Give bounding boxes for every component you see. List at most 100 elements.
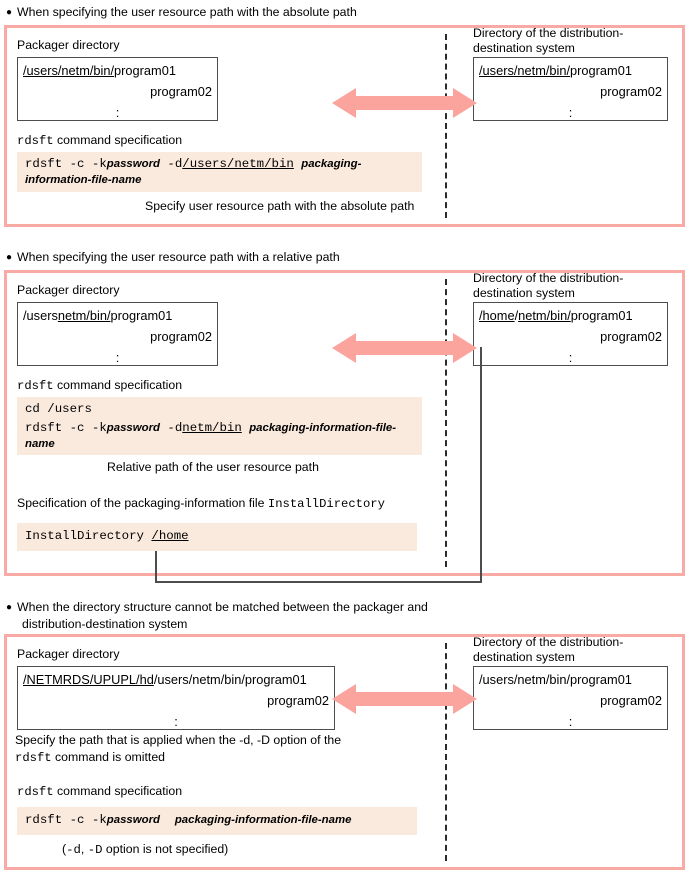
install-directory-block: InstallDirectory /home	[17, 523, 417, 551]
diagram-panel: Packager directory Directory of the dist…	[4, 270, 685, 583]
install-label-pre: Specification of the packaging-informati…	[17, 496, 268, 510]
path-prefix: /users	[23, 308, 58, 323]
cmd-part: cd /users	[25, 402, 92, 416]
command-name: rdsft	[17, 134, 54, 148]
path-plain: program01	[570, 308, 633, 323]
packager-directory-label: Packager directory	[17, 647, 120, 661]
section-heading-text: When specifying the user resource path w…	[17, 250, 340, 264]
path-line-1: /users/netm/bin/program01	[479, 672, 632, 687]
path-underlined: /users/netm/bin/	[479, 63, 571, 78]
command-line-1: rdsft -c -kpassword -d/users/netm/bin pa…	[25, 155, 416, 174]
caption-pre: (	[62, 842, 67, 856]
cmd-part: rdsft -c -k	[25, 157, 107, 171]
cmd-part: -d	[167, 421, 183, 435]
path-line-1: /users/netm/bin/program01	[479, 60, 662, 81]
path-plain: program01	[110, 308, 173, 323]
path-underlined: /users/netm/bin/	[23, 63, 115, 78]
path-underlined-home: /home	[479, 308, 515, 323]
path-line-1: /users/netm/bin/program01	[23, 60, 212, 81]
panel-divider	[445, 279, 447, 567]
command-line-3: name	[25, 435, 416, 454]
packager-directory-box: /users/netm/bin/program01 program02 :	[17, 57, 218, 121]
option-not-specified-caption: (-d, -D option is not specified)	[62, 841, 228, 858]
section-heading-text: When the directory structure cannot be m…	[17, 600, 428, 614]
cmd-part-italic: password	[106, 422, 160, 434]
diagram-panel: Packager directory Directory of the dist…	[4, 25, 685, 227]
bidirectional-arrow-icon	[332, 331, 477, 370]
destination-directory-box: /home/netm/bin/program01 program02 :	[473, 302, 668, 366]
path-line-2: program02	[267, 693, 329, 708]
connector-vertical-left	[155, 551, 157, 583]
command-name: rdsft	[15, 751, 52, 765]
destination-directory-label: Directory of the distribution- destinati…	[473, 635, 623, 665]
path-line-1: /NETMRDS/UPUPL/hd/users/netm/bin/program…	[23, 669, 329, 690]
destination-label-line1: Directory of the distribution-	[473, 271, 624, 285]
destination-label-line2: destination system	[473, 650, 575, 664]
command-line-1: cd /users	[25, 400, 416, 419]
path-line-3: :	[174, 714, 178, 729]
command-line-2: information-file-name	[25, 171, 416, 190]
note-line-1: Specify the path that is applied when th…	[15, 733, 342, 747]
destination-label-line2: destination system	[473, 41, 575, 55]
cmd-part-italic: packaging-information-file-	[249, 422, 397, 434]
packager-directory-box: /NETMRDS/UPUPL/hd/users/netm/bin/program…	[17, 666, 335, 730]
cmd-part: rdsft -c -k	[25, 421, 107, 435]
path-line-2: program02	[600, 693, 662, 708]
section-heading-text: When specifying the user resource path w…	[17, 5, 357, 19]
command-block: rdsft -c -kpassword packaging-informatio…	[17, 807, 417, 835]
path-underlined: netm/bin/	[57, 308, 111, 323]
path-underlined-sub: netm/bin/	[518, 308, 571, 323]
path-line-2: program02	[150, 329, 212, 344]
install-cmd-keyword: InstallDirectory	[25, 529, 152, 543]
destination-label-line2: destination system	[473, 286, 575, 300]
command-spec-rest: command specification	[53, 133, 183, 147]
destination-directory-box: /users/netm/bin/program01 program02 :	[473, 666, 668, 730]
install-directory-label: Specification of the packaging-informati…	[17, 495, 385, 513]
path-line-2: program02	[150, 84, 212, 99]
section-absolute-path: ●When specifying the user resource path …	[0, 0, 689, 227]
cmd-part-underlined: netm/bin	[182, 421, 242, 435]
cmd-part-italic: password	[106, 158, 160, 170]
path-line-3: :	[568, 350, 573, 365]
command-name: rdsft	[17, 379, 54, 393]
cmd-part: -d	[167, 157, 183, 171]
install-cmd-value: /home	[151, 529, 189, 543]
cmd-space	[160, 813, 175, 827]
packager-directory-label: Packager directory	[17, 283, 120, 297]
section-relative-path: ● When specifying the user resource path …	[0, 245, 689, 583]
cmd-part-italic: name	[25, 438, 55, 450]
path-line-1: /home/netm/bin/program01	[479, 305, 662, 326]
panel-divider	[445, 643, 447, 861]
path-line-3: :	[568, 714, 573, 729]
cmd-part-italic: password	[106, 814, 160, 826]
command-spec-label: rdsft command specification	[17, 377, 182, 395]
command-name: rdsft	[17, 785, 54, 799]
destination-directory-label: Directory of the distribution- destinati…	[473, 271, 623, 301]
path-slash: /	[514, 308, 519, 323]
arrow-svg	[332, 88, 477, 118]
connector-vertical-right	[480, 347, 482, 583]
arrow-svg	[332, 684, 477, 714]
bullet-icon: ●	[6, 252, 13, 263]
option-d: -d	[66, 843, 81, 857]
option-D: -D	[87, 843, 103, 857]
destination-label-line1: Directory of the distribution-	[473, 26, 624, 40]
bullet-icon: ●	[6, 602, 13, 613]
note-line-2-rest: command is omitted	[51, 750, 166, 764]
section-heading: ● When specifying the user resource path …	[0, 245, 689, 270]
path-plain: program01	[570, 63, 632, 78]
command-spec-label: rdsft command specification	[17, 132, 182, 150]
path-plain: /users/netm/bin/program01	[153, 672, 307, 687]
command-spec-label: rdsft command specification	[17, 783, 182, 801]
relative-path-caption: Relative path of the user resource path	[107, 460, 319, 474]
bidirectional-arrow-icon	[332, 682, 477, 721]
destination-directory-box: /users/netm/bin/program01 program02 :	[473, 57, 668, 121]
caption-mid: ,	[80, 842, 88, 856]
connector-horizontal	[155, 581, 482, 583]
command-block: rdsft -c -kpassword -d/users/netm/bin pa…	[17, 152, 422, 192]
section-heading-text-line2: distribution-destination system	[22, 617, 188, 631]
packager-directory-label: Packager directory	[17, 38, 120, 52]
path-line-3: :	[115, 105, 120, 120]
section-heading: ●When specifying the user resource path …	[0, 0, 689, 25]
path-line-3: :	[115, 350, 120, 365]
